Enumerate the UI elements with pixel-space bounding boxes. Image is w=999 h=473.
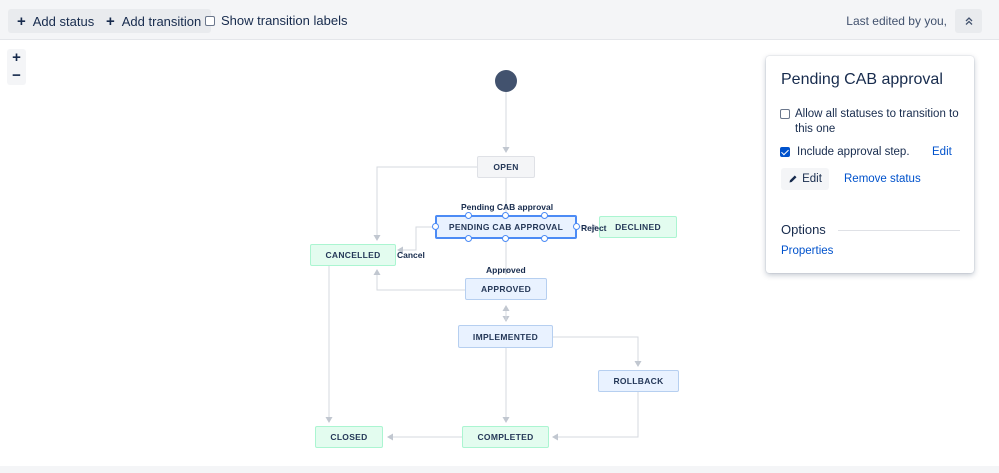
bottom-scroll-area — [0, 466, 999, 473]
options-divider — [838, 230, 960, 231]
start-node — [495, 70, 517, 92]
remove-status-link[interactable]: Remove status — [844, 173, 921, 185]
connection-handle[interactable] — [541, 212, 548, 219]
status-declined[interactable]: DECLINED — [599, 216, 677, 238]
status-completed-label: COMPLETED — [477, 432, 534, 442]
status-cancelled[interactable]: CANCELLED — [310, 244, 396, 266]
connection-handle[interactable] — [541, 235, 548, 242]
status-closed-label: CLOSED — [330, 432, 368, 442]
status-implemented[interactable]: IMPLEMENTED — [458, 325, 553, 348]
status-rollback[interactable]: ROLLBACK — [598, 370, 679, 392]
zoom-out-button[interactable]: − — [12, 67, 21, 84]
transition-label-pending-cab-approval[interactable]: Pending CAB approval — [461, 202, 554, 212]
plus-icon: + — [106, 12, 115, 30]
connection-handle[interactable] — [432, 223, 439, 230]
collapse-button[interactable] — [955, 9, 982, 33]
include-approval-checkbox[interactable] — [780, 147, 790, 157]
show-transition-labels-toggle[interactable]: Show transition labels — [205, 13, 347, 28]
status-implemented-label: IMPLEMENTED — [472, 331, 539, 342]
add-transition-label: Add transition — [121, 13, 202, 29]
add-status-label: Add status — [32, 13, 95, 29]
line-approved-cancelled — [373, 269, 465, 291]
status-completed[interactable]: COMPLETED — [462, 426, 549, 448]
include-approval-label: Include approval step. — [797, 146, 910, 158]
add-transition-button[interactable]: + Add transition — [97, 9, 212, 33]
connection-handle[interactable] — [465, 235, 472, 242]
zoom-in-button[interactable]: + — [12, 49, 21, 66]
show-transition-labels-label: Show transition labels — [221, 13, 348, 28]
edit-status-button[interactable]: Edit — [781, 168, 829, 190]
transition-label-cancel[interactable]: Cancel — [397, 250, 425, 260]
toolbar: + Add status + Add transition Show trans… — [0, 0, 999, 40]
status-cancelled-label: CANCELLED — [325, 250, 381, 260]
edit-status-label: Edit — [802, 173, 822, 185]
status-pending-label: PENDING CAB APPROVAL — [448, 222, 564, 232]
connection-handle[interactable] — [573, 223, 580, 230]
allow-all-statuses-label: Allow all statuses to transition to this… — [795, 108, 959, 135]
last-edited-text: Last edited by you, — [846, 14, 947, 28]
status-open[interactable]: OPEN — [477, 156, 535, 178]
panel-title: Pending CAB approval — [781, 71, 943, 88]
status-open-label: OPEN — [493, 162, 519, 172]
include-approval-edit-link[interactable]: Edit — [932, 146, 952, 158]
plus-icon: + — [17, 12, 26, 30]
line-pending-cancelled — [397, 226, 435, 254]
double-chevron-up-icon — [965, 17, 972, 25]
transition-label-reject[interactable]: Reject — [581, 223, 607, 233]
status-declined-label: DECLINED — [615, 222, 661, 232]
allow-all-statuses-option[interactable]: Allow all statuses to transition to this… — [780, 107, 960, 137]
allow-all-statuses-checkbox[interactable] — [780, 109, 790, 119]
properties-link[interactable]: Properties — [781, 245, 834, 257]
add-status-button[interactable]: + Add status — [8, 9, 105, 33]
line-open-cancelled — [373, 166, 477, 241]
connection-handle[interactable] — [502, 212, 509, 219]
transition-label-approved[interactable]: Approved — [486, 265, 526, 275]
zoom-controls: + − — [7, 49, 26, 85]
status-approved-label: APPROVED — [480, 284, 532, 294]
options-heading: Options — [781, 222, 826, 237]
line-rollback-completed — [552, 392, 639, 441]
include-approval-option[interactable]: Include approval step. — [780, 145, 910, 160]
line-implemented-rollback — [553, 336, 642, 367]
connection-handle[interactable] — [465, 212, 472, 219]
status-rollback-label: ROLLBACK — [613, 376, 664, 386]
pencil-icon — [789, 175, 797, 183]
connection-handle[interactable] — [502, 235, 509, 242]
show-transition-labels-checkbox[interactable] — [205, 15, 215, 26]
status-closed[interactable]: CLOSED — [315, 426, 383, 448]
status-properties-panel: Pending CAB approval Allow all statuses … — [766, 56, 974, 273]
status-approved[interactable]: APPROVED — [465, 278, 547, 300]
